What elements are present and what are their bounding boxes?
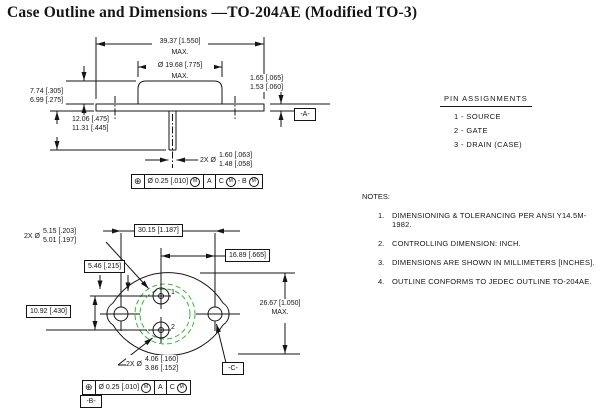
pin-assignment-row: 3 - DRAIN (CASE)	[454, 140, 523, 149]
dim-mounting-hole-diameter: 2X Ø 5.15 [.203] 5.01 [.197]	[24, 227, 77, 245]
note-item: 2. CONTROLLING DIMENSION: INCH.	[378, 239, 521, 248]
tolerance-value: Ø 0.25 [.010]	[147, 178, 189, 185]
dim-cap-diameter: Ø 19.68 [.775]	[146, 61, 214, 70]
dim-tip-to-hole: 5.46 [.215]	[84, 260, 126, 273]
mmc-modifier-icon: M	[141, 382, 152, 393]
position-symbol: ⊕	[85, 382, 93, 392]
mmc-modifier-icon: M	[190, 176, 201, 187]
datum-b-flag: -B-	[80, 395, 102, 408]
dim-flange-thickness: 1.65 [.065] 1.53 [.060]	[250, 74, 284, 92]
pin-assignment-row: 2 - GATE	[454, 126, 488, 135]
dim-cap-height: 7.74 [.305] 6.99 [.275]	[30, 87, 64, 105]
dim-pin-length: 12.06 [.475] 11.31 [.445]	[72, 115, 109, 133]
pin-seal-prefix: 2X Ø	[126, 360, 142, 368]
dim-pin-diameter: 2X Ø 1.60 [.063] 1.48 [.058]	[200, 151, 253, 169]
flange-outline-bottom	[106, 272, 230, 356]
bottom-view-package	[100, 272, 240, 356]
mmc-modifier-icon: M	[225, 176, 236, 187]
datum-ref-secondary: C	[218, 178, 224, 185]
mmc-modifier-icon: M	[176, 382, 187, 393]
pin1-number: 1	[171, 288, 175, 297]
dim-overall-width: 39.37 [1.550]	[152, 37, 208, 46]
cap-outline	[137, 80, 223, 104]
dim-hole-to-pin: 16.89 [.665]	[225, 249, 270, 262]
mmc-modifier-icon: M	[248, 176, 259, 187]
notes-section: NOTES: 1. DIMENSIONING & TOLERANCING PER…	[362, 192, 598, 286]
tolerance-value: Ø 0.25 [.010]	[98, 384, 140, 391]
notes-heading: NOTES:	[362, 192, 390, 201]
dim-flange-width: 26.67 [1.050] MAX.	[246, 299, 314, 317]
datum-ref-secondary: C	[169, 384, 175, 391]
position-symbol: ⊕	[134, 176, 142, 186]
datum-ref-tertiary: - B	[237, 178, 247, 185]
dim-hole-spacing: 30.15 [1.187]	[134, 224, 183, 237]
datum-c-flag: -C-	[222, 362, 244, 375]
cap-projection-inner	[139, 288, 191, 340]
feature-control-frame-top: ⊕ Ø 0.25 [.010] M A C M - B M	[131, 174, 263, 189]
note-item: 1. DIMENSIONING & TOLERANCING PER ANSI Y…	[378, 211, 587, 229]
datum-ref-primary: A	[203, 175, 215, 188]
pin2-number: 2	[171, 323, 175, 332]
dim-pin-seal-diameter: 2X Ø 4.06 [.160] 3.86 [.152]	[126, 355, 179, 373]
feature-control-frame-bottom: ⊕ Ø 0.25 [.010] M A C M	[82, 380, 191, 395]
pin-diameter-prefix: 2X Ø	[200, 156, 216, 164]
pin-assignments: PIN ASSIGNMENTS 1 - SOURCE 2 - GATE 3 - …	[440, 94, 590, 149]
pin-assignments-heading: PIN ASSIGNMENTS	[440, 94, 532, 107]
cap-projection-outer	[134, 283, 196, 345]
dim-overall-width-max: MAX.	[171, 49, 189, 56]
side-view-package	[95, 80, 330, 168]
datum-a-flag: -A-	[294, 108, 316, 121]
dim-pin-spacing: 10.92 [.430]	[26, 305, 71, 318]
datum-ref-primary: A	[154, 381, 166, 394]
pin-assignment-row: 1 - SOURCE	[454, 112, 501, 121]
flange-outline	[95, 103, 265, 112]
mounting-hole-prefix: 2X Ø	[24, 232, 40, 240]
note-item: 4. OUTLINE CONFORMS TO JEDEC OUTLINE TO-…	[378, 277, 592, 286]
page-title: Case Outline and Dimensions —TO-204AE (M…	[7, 4, 418, 21]
dim-cap-diameter-max: MAX.	[171, 73, 189, 80]
note-item: 3. DIMENSIONS ARE SHOWN IN MILLIMETERS […	[378, 258, 595, 267]
